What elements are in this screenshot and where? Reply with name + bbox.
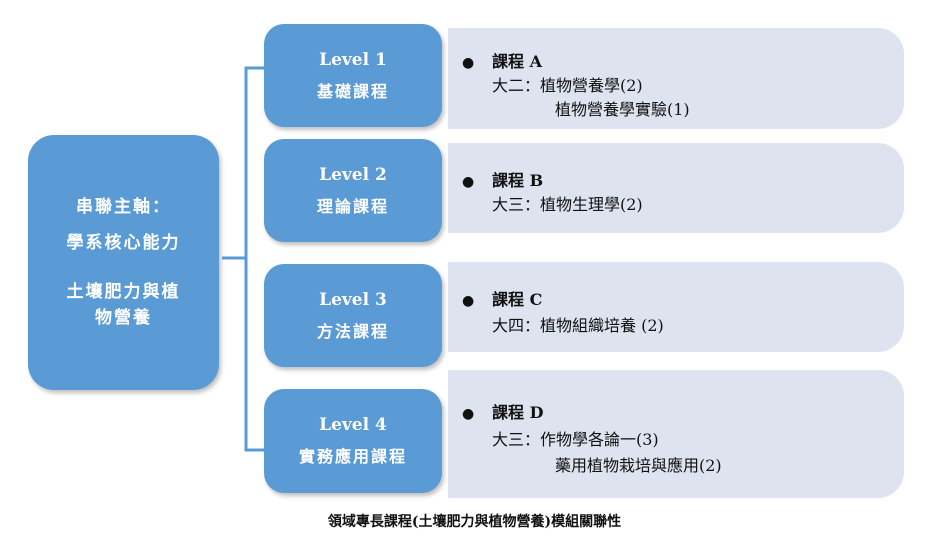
level-1-label: Level 1: [319, 49, 387, 70]
course-d-box: ● 課程 D 大三：作物學各論一(3) 藥用植物栽培與應用(2): [448, 370, 904, 498]
course-b-box: ● 課程 B 大三：植物生理學(2): [448, 143, 904, 233]
bullet-icon: ●: [462, 406, 475, 422]
level-3-category: 方法課程: [316, 321, 389, 341]
core-axis-box: 串聯主軸： 學系核心能力 土壤肥力與植物營養: [28, 135, 219, 390]
level-1-box: Level 1 基礎課程: [264, 24, 442, 127]
course-b-title: 課程 B: [492, 171, 544, 190]
level-4-box: Level 4 實務應用課程: [264, 389, 442, 493]
axis-topic: 土壤肥力與植物營養: [66, 281, 181, 328]
level-4-category: 實務應用課程: [298, 447, 407, 466]
axis-label: 串聯主軸：: [76, 196, 171, 217]
course-d-title: 課程 D: [492, 403, 544, 422]
course-c-box: ● 課程 C 大四：植物組織培養 (2): [448, 262, 904, 352]
level-2-label: Level 2: [319, 164, 387, 185]
level-4-label: Level 4: [319, 415, 387, 435]
level-1-category: 基礎課程: [316, 81, 389, 101]
course-a-line-2: 植物營養學實驗(1): [555, 100, 690, 119]
course-b-line-1: 大三：植物生理學(2): [492, 195, 643, 214]
course-a-box: ● 課程 A 大二：植物營養學(2) 植物營養學實驗(1): [448, 28, 904, 129]
bullet-icon: ●: [462, 55, 475, 71]
level-2-category: 理論課程: [316, 196, 389, 216]
course-a-title: 課程 A: [492, 52, 542, 71]
bullet-icon: ●: [462, 174, 475, 190]
course-d-line-1: 大三：作物學各論一(3): [492, 430, 659, 449]
course-d-line-2: 藥用植物栽培與應用(2): [555, 456, 722, 475]
figure-caption: 領域專長課程(土壤肥力與植物營養)模組關聯性: [327, 514, 622, 530]
course-c-line-1: 大四：植物組織培養 (2): [492, 316, 664, 335]
level-3-label: Level 3: [319, 289, 387, 310]
course-c-title: 課程 C: [492, 290, 543, 309]
level-3-box: Level 3 方法課程: [264, 264, 442, 367]
bracket-connector: [222, 66, 264, 452]
axis-core-ability: 學系核心能力: [66, 233, 181, 254]
bullet-icon: ●: [462, 293, 475, 309]
level-2-box: Level 2 理論課程: [264, 139, 442, 242]
course-a-line-1: 大二：植物營養學(2): [492, 76, 643, 95]
